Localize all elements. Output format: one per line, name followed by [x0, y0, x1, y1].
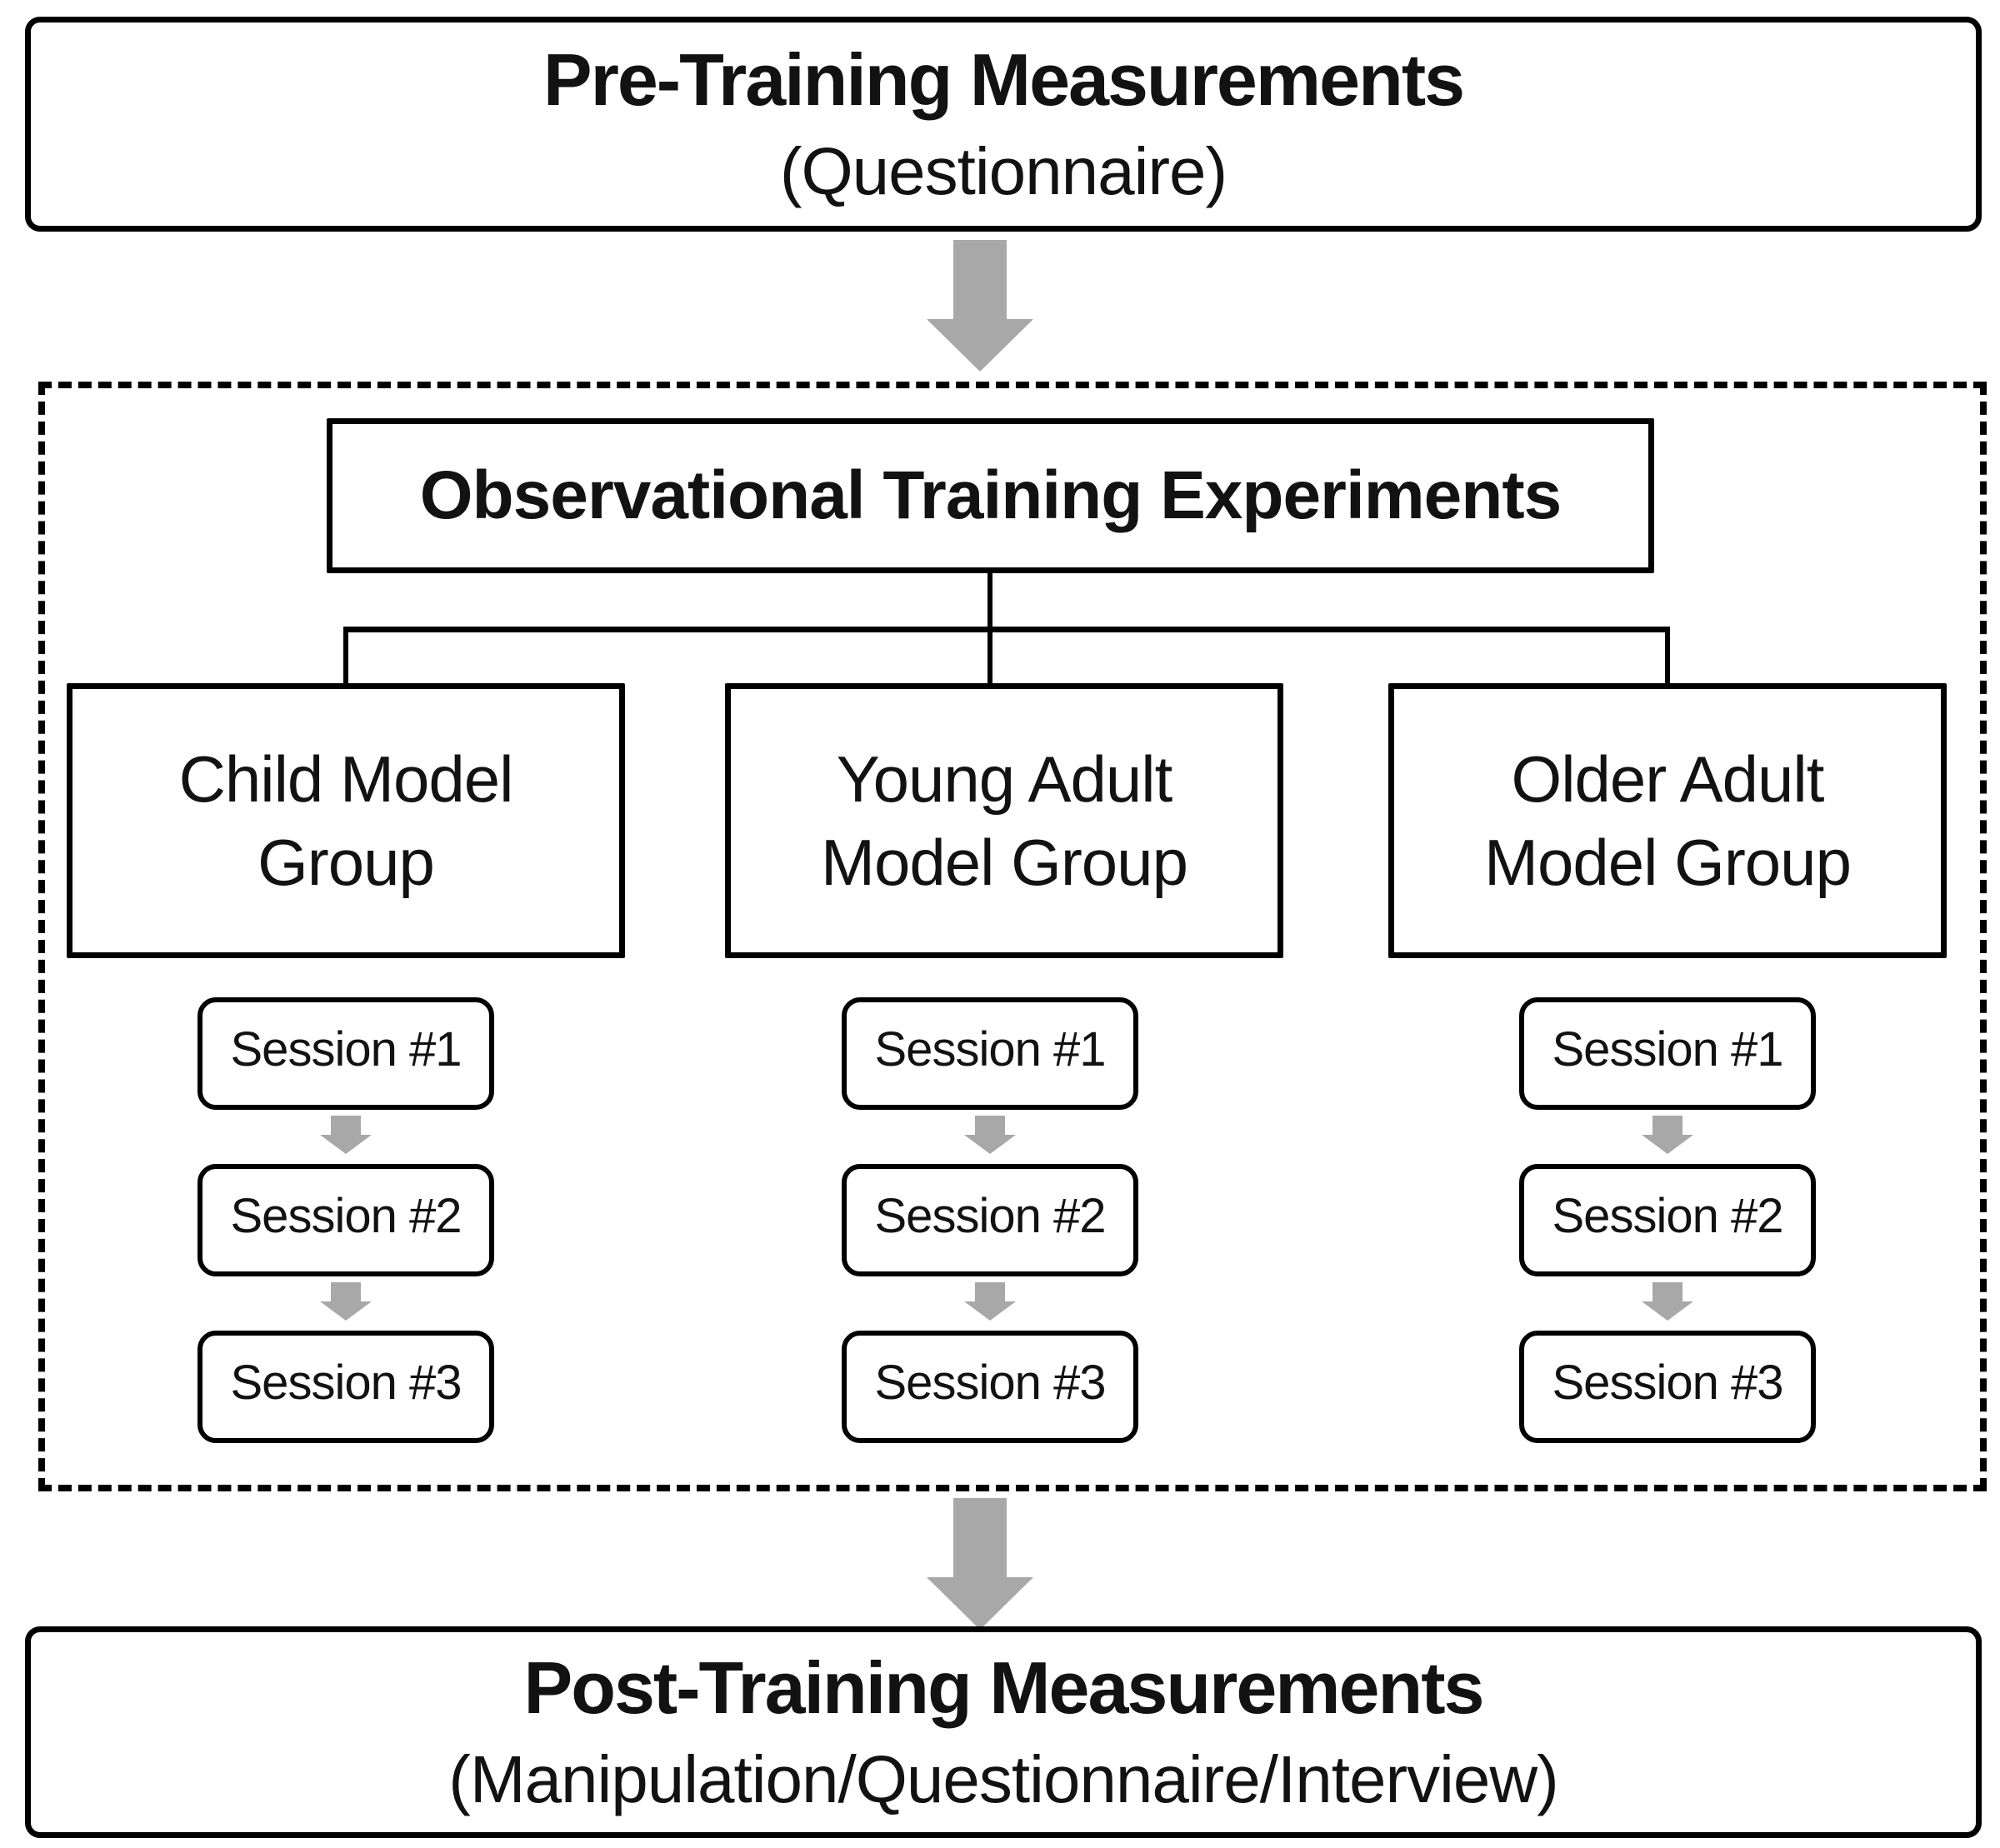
session-label: Session #1 [230, 1022, 462, 1076]
arrow-head [927, 1577, 1033, 1630]
session-box: Session #3 [198, 1331, 494, 1443]
arrow-shaft [331, 1282, 361, 1301]
session-box: Session #1 [842, 997, 1138, 1110]
training-phase-boundary [38, 382, 1987, 1491]
pre-training-subtitle: (Questionnaire) [779, 134, 1228, 208]
group-box-young-adult: Young Adult Model Group [725, 683, 1283, 958]
connector-stub [988, 573, 992, 632]
session-label: Session #3 [1552, 1356, 1784, 1410]
session-label: Session #2 [230, 1189, 462, 1243]
arrow-shaft [1652, 1282, 1682, 1301]
observational-training-title: Observational Training Experiments [419, 457, 1562, 533]
down-arrow-icon [964, 1116, 1016, 1154]
group-box-child: Child Model Group [67, 683, 625, 958]
session-box: Session #3 [1519, 1331, 1816, 1443]
arrow-head [1642, 1135, 1693, 1154]
session-label: Session #3 [874, 1356, 1107, 1410]
observational-training-box: Observational Training Experiments [327, 418, 1654, 573]
arrow-shaft [975, 1282, 1005, 1301]
down-arrow-icon [1642, 1116, 1693, 1154]
group-box-older-adult: Older Adult Model Group [1388, 683, 1947, 958]
arrow-head [320, 1301, 372, 1321]
group-label-older-adult: Older Adult Model Group [1484, 742, 1852, 899]
session-label: Session #3 [230, 1356, 462, 1410]
down-arrow-icon [320, 1116, 372, 1154]
session-label: Session #2 [1552, 1189, 1784, 1243]
session-box: Session #2 [842, 1164, 1138, 1276]
session-label: Session #2 [874, 1189, 1107, 1243]
down-arrow-icon [927, 1498, 1033, 1630]
arrow-shaft [953, 240, 1007, 319]
arrow-shaft [975, 1116, 1005, 1135]
group-label-child: Child Model Group [178, 742, 514, 899]
down-arrow-icon [964, 1282, 1016, 1321]
session-box: Session #2 [1519, 1164, 1816, 1276]
down-arrow-icon [1642, 1282, 1693, 1321]
arrow-head [927, 319, 1033, 372]
session-label: Session #1 [874, 1022, 1107, 1076]
pre-training-box: Pre-Training Measurements (Questionnaire… [25, 17, 1982, 232]
arrow-shaft [331, 1116, 361, 1135]
arrow-head [964, 1135, 1016, 1154]
session-box: Session #3 [842, 1331, 1138, 1443]
post-training-box: Post-Training Measurements (Manipulation… [25, 1626, 1982, 1838]
connector-drop-child [343, 627, 348, 685]
connector-drop-older-adult [1665, 627, 1670, 685]
post-training-subtitle: (Manipulation/Questionnaire/Interview) [448, 1742, 1559, 1816]
down-arrow-icon [927, 240, 1033, 372]
pre-training-title: Pre-Training Measurements [542, 38, 1465, 121]
arrow-shaft [953, 1498, 1007, 1577]
arrow-head [320, 1135, 372, 1154]
down-arrow-icon [320, 1282, 372, 1321]
connector-drop-young-adult [988, 627, 992, 685]
connector-rail [343, 627, 1670, 632]
group-label-young-adult: Young Adult Model Group [821, 742, 1188, 899]
arrow-shaft [1652, 1116, 1682, 1135]
session-box: Session #2 [198, 1164, 494, 1276]
arrow-head [964, 1301, 1016, 1321]
session-box: Session #1 [1519, 997, 1816, 1110]
post-training-title: Post-Training Measurements [523, 1646, 1485, 1729]
session-box: Session #1 [198, 997, 494, 1110]
arrow-head [1642, 1301, 1693, 1321]
session-label: Session #1 [1552, 1022, 1784, 1076]
